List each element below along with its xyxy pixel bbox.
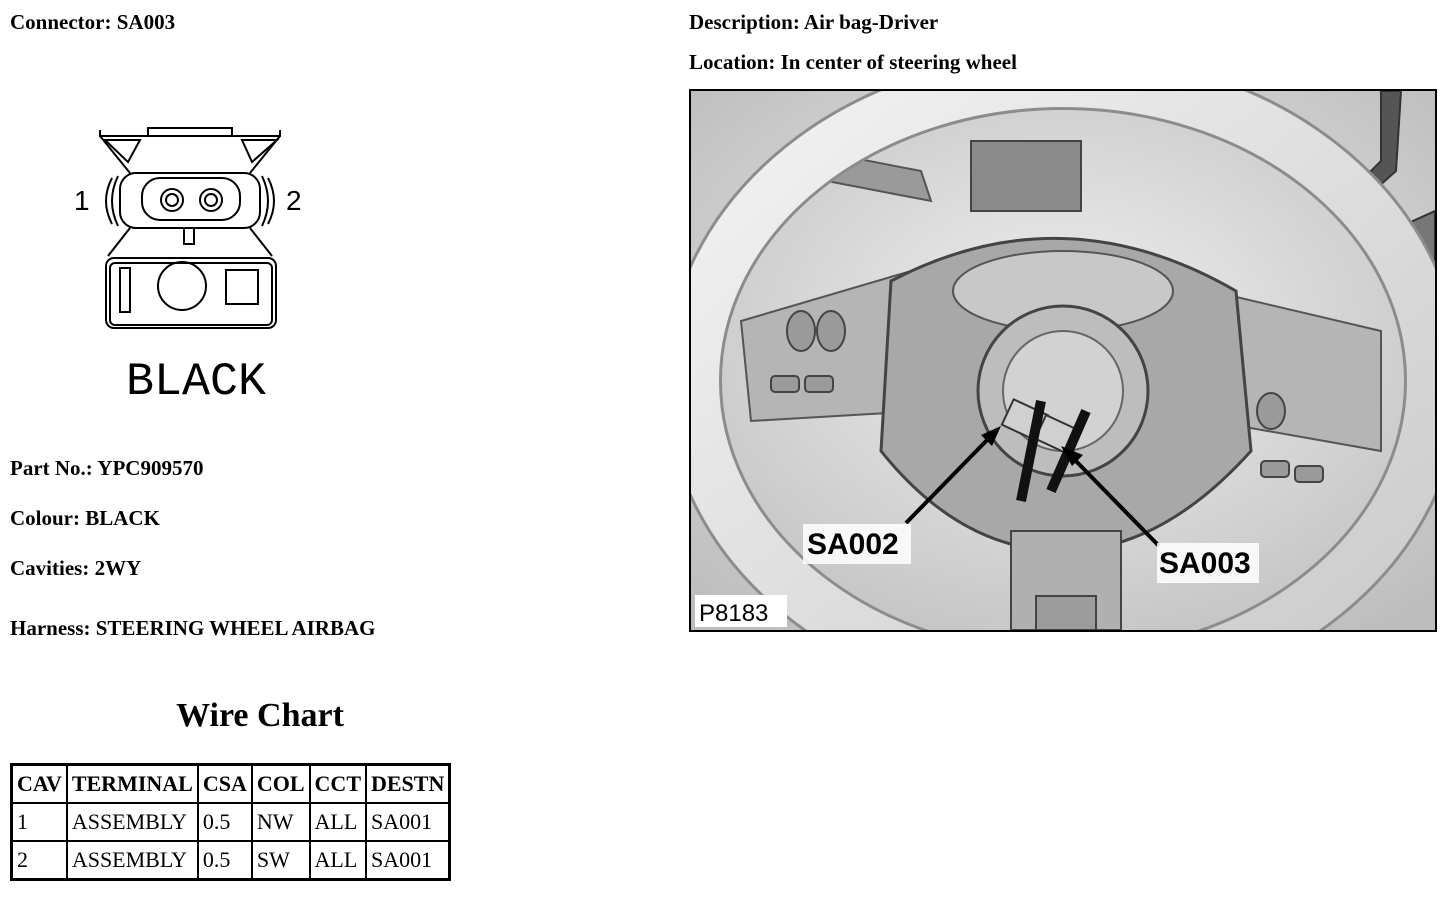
table-row: 2 ASSEMBLY 0.5 SW ALL SA001 [10, 840, 451, 881]
connector-field: Connector: SA003 [10, 10, 175, 35]
cell-cav: 1 [10, 802, 68, 842]
pin-label-right: 2 [286, 185, 302, 216]
cavities-field: Cavities: 2WY [10, 556, 141, 581]
table-row: 1 ASSEMBLY 0.5 NW ALL SA001 [10, 802, 451, 842]
location-label: Location: [689, 50, 776, 74]
header-cct: CCT [308, 763, 368, 804]
header-terminal: TERMINAL [65, 763, 199, 804]
cell-cct: ALL [308, 802, 368, 842]
cell-col: SW [250, 840, 311, 881]
cell-terminal: ASSEMBLY [65, 802, 199, 842]
callout-sa002: SA002 [807, 528, 899, 561]
harness-field: Harness: STEERING WHEEL AIRBAG [10, 616, 375, 641]
callout-arrow-right [1061, 446, 1161, 548]
header-csa: CSA [196, 763, 253, 804]
header-destn: DESTN [365, 763, 451, 804]
description-label: Description: [689, 10, 800, 34]
cell-csa: 0.5 [196, 840, 253, 881]
figure-number: P8183 [699, 600, 768, 627]
colour-value: BLACK [85, 506, 160, 530]
header-col: COL [250, 763, 311, 804]
connector-label: Connector: [10, 10, 112, 34]
location-value: In center of steering wheel [780, 50, 1017, 74]
colour-field: Colour: BLACK [10, 506, 160, 531]
wire-chart-title: Wire Chart [176, 697, 344, 734]
steering-wheel-photo: SA002 SA003 P8183 [689, 89, 1437, 632]
location-field: Location: In center of steering wheel [689, 50, 1017, 75]
cavities-label: Cavities: [10, 556, 90, 580]
description-field: Description: Air bag-Driver [689, 10, 938, 35]
wire-chart-table: CAV TERMINAL CSA COL CCT DESTN 1 ASSEMBL… [10, 763, 452, 881]
part-number-value: YPC909570 [97, 456, 204, 480]
harness-value: STEERING WHEEL AIRBAG [95, 616, 376, 640]
harness-label: Harness: [10, 616, 91, 640]
cell-cav: 2 [10, 840, 68, 881]
callout-sa003: SA003 [1159, 547, 1251, 580]
cell-cct: ALL [308, 840, 368, 881]
callout-arrow-left [904, 426, 1001, 525]
part-number-field: Part No.: YPC909570 [10, 456, 203, 481]
table-header-row: CAV TERMINAL CSA COL CCT DESTN [10, 763, 451, 804]
pin-label-left: 1 [74, 185, 90, 216]
cavities-value: 2WY [94, 556, 142, 580]
cell-destn: SA001 [365, 802, 451, 842]
description-value: Air bag-Driver [803, 10, 939, 34]
cell-csa: 0.5 [196, 802, 253, 842]
cell-destn: SA001 [365, 840, 451, 881]
header-cav: CAV [10, 763, 68, 804]
part-number-label: Part No.: [10, 456, 93, 480]
colour-label: Colour: [10, 506, 80, 530]
connector-value: SA003 [116, 10, 176, 34]
cell-terminal: ASSEMBLY [65, 840, 199, 881]
connector-colour-label: BLACK [126, 356, 266, 408]
connector-diagram: 1 2 BLACK [74, 127, 302, 408]
cell-col: NW [250, 802, 311, 842]
